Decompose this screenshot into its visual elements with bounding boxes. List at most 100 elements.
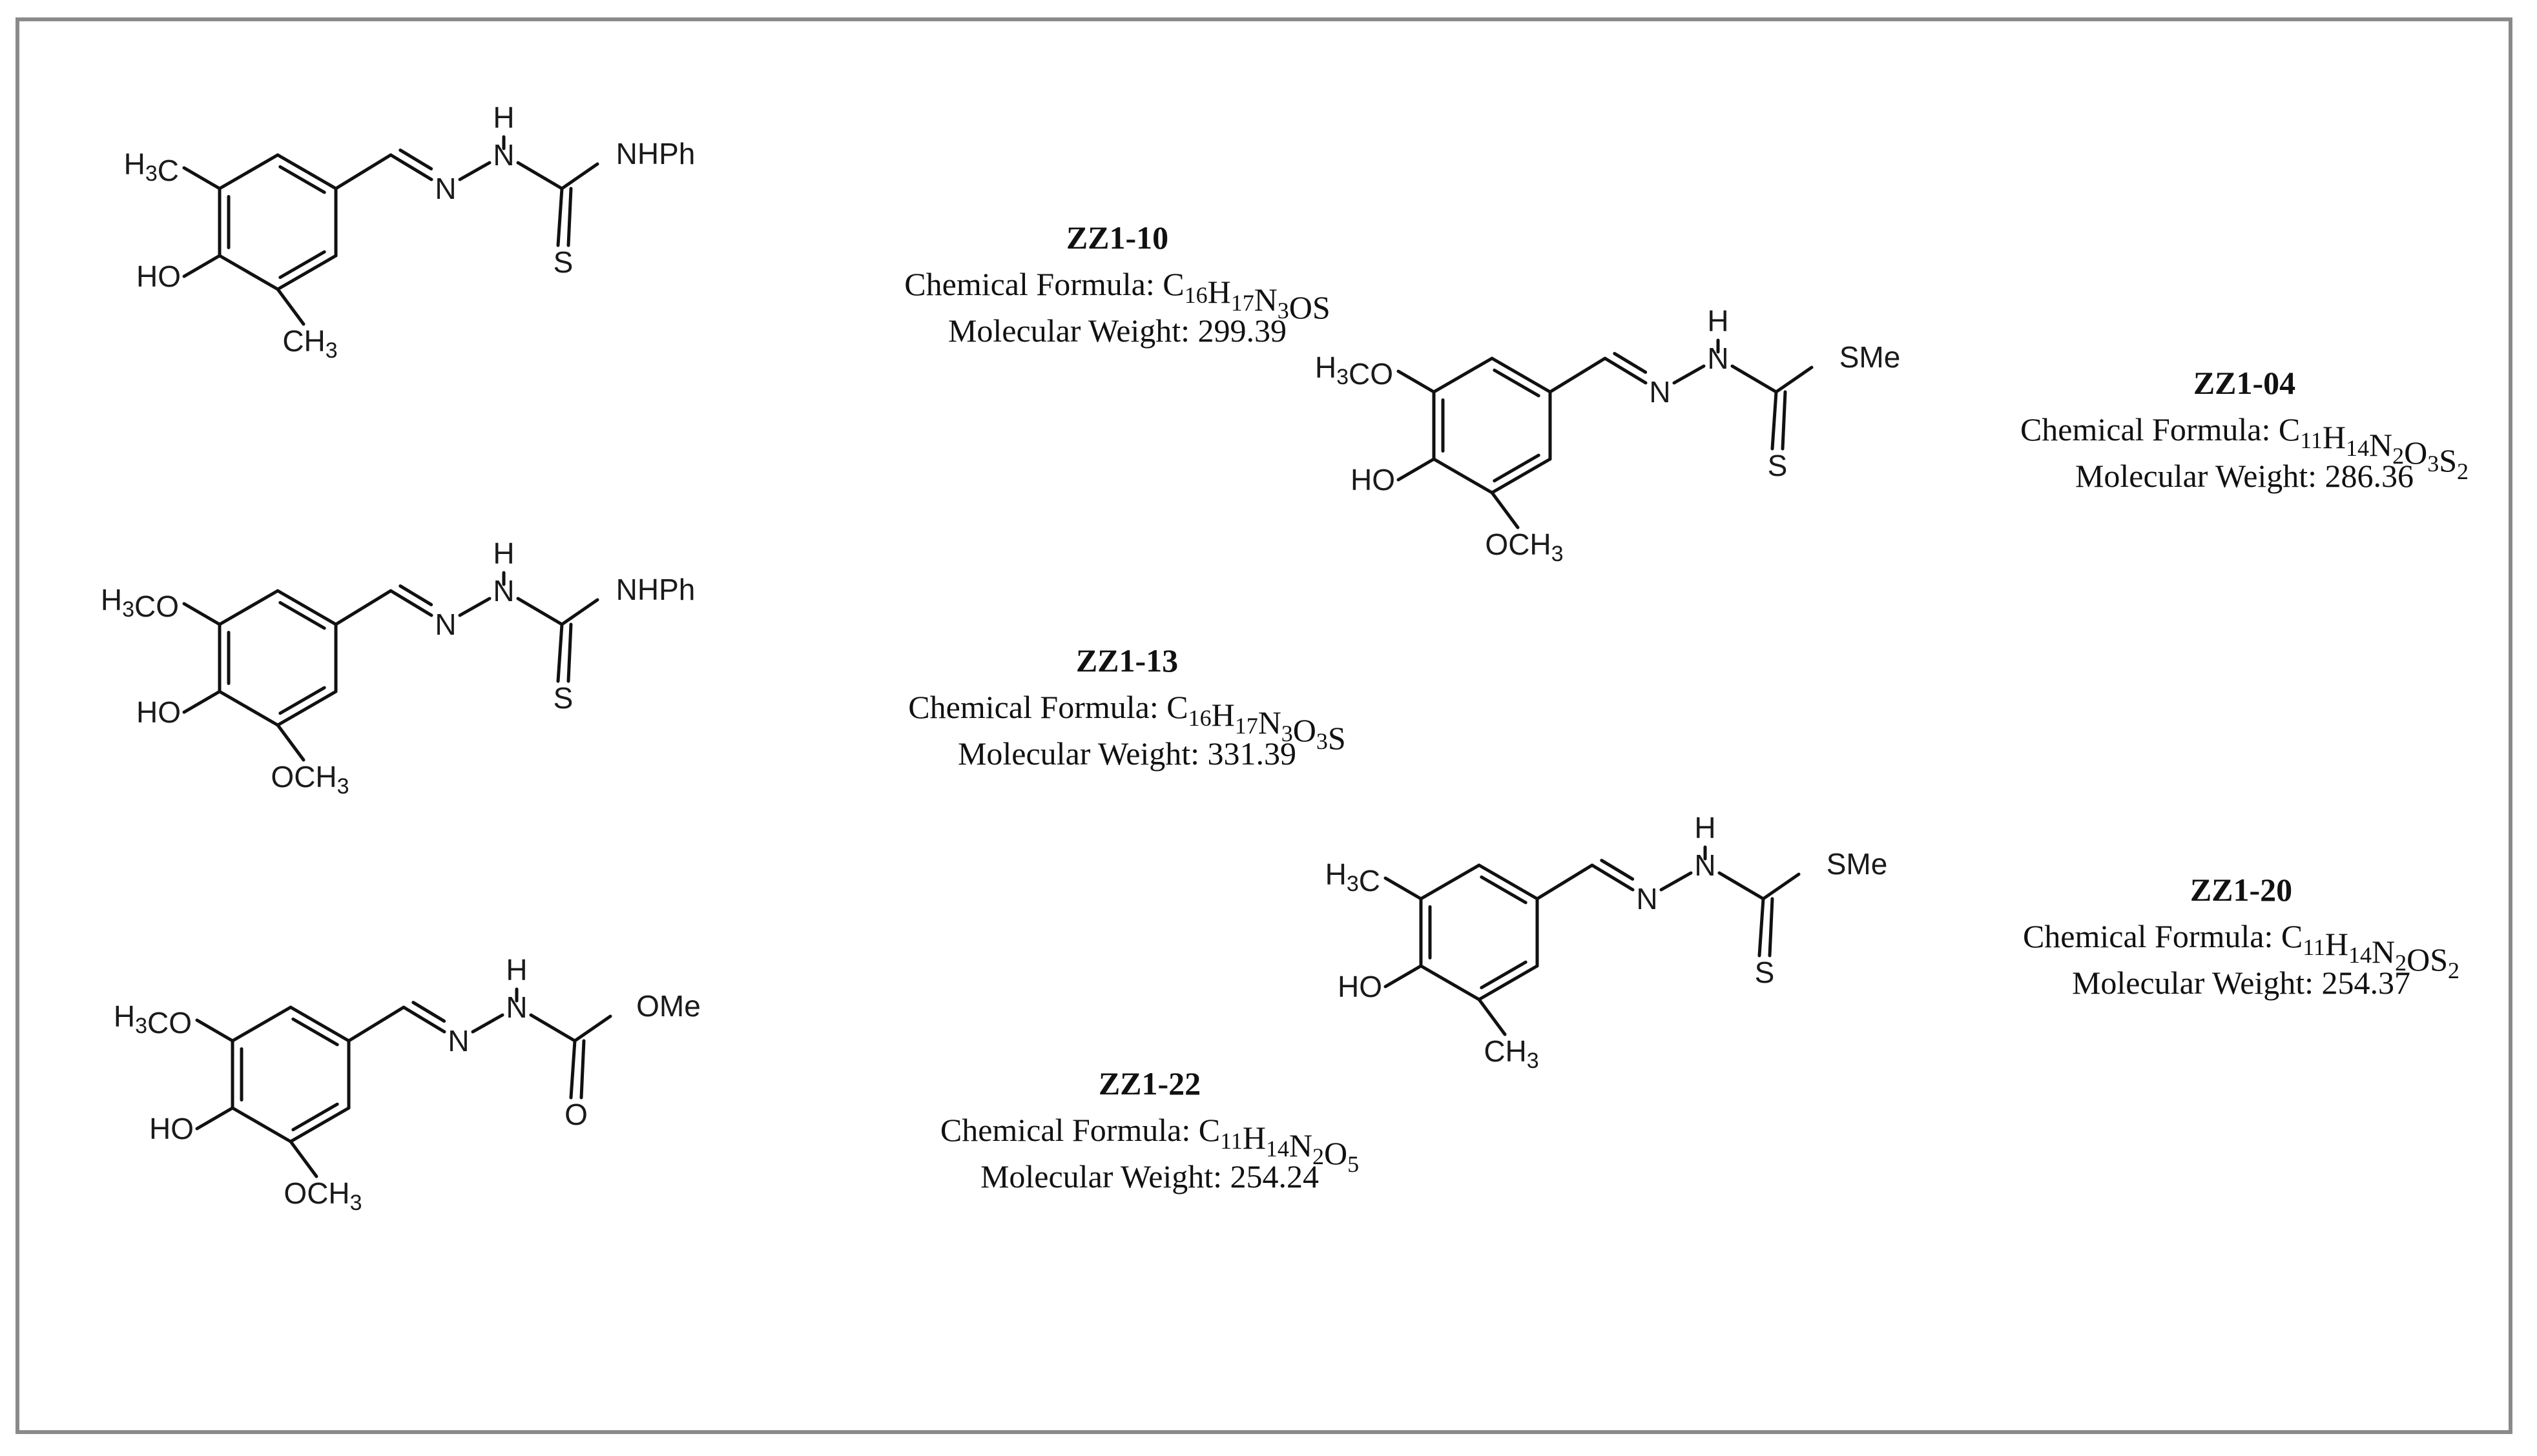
molecular-weight: Molecular Weight: 286.36 — [2075, 458, 2414, 494]
ring-bond — [1419, 964, 1481, 1001]
ring-bond — [218, 153, 280, 190]
compound-id: ZZ1-22 — [1099, 1065, 1201, 1102]
tail-label: OMe — [636, 989, 701, 1023]
tail-label: NHPh — [616, 137, 696, 170]
substituent-bottom-label: CH3 — [1484, 1034, 1538, 1073]
c-x-bond — [1757, 897, 1765, 958]
substituent-top-label: H3C — [124, 147, 179, 187]
substituent-bond — [195, 1018, 234, 1043]
c-x-double-bond — [1768, 897, 1774, 958]
n-c-bond — [516, 161, 564, 190]
ring-bond — [1419, 863, 1481, 901]
tail-bond — [560, 162, 599, 190]
ring-bond — [218, 690, 280, 727]
ring-double-bond — [1480, 875, 1527, 905]
tail-bond — [1761, 872, 1801, 901]
ring-double-bond — [278, 686, 326, 715]
ring-bond — [1490, 457, 1552, 495]
hydroxyl-label: HO — [1338, 970, 1382, 1003]
tail-label: SMe — [1839, 340, 1901, 374]
hydroxyl-bond — [182, 254, 222, 278]
substituent-bond — [1490, 491, 1520, 529]
double-bond-atom-label: S — [1768, 449, 1788, 482]
imine-bond — [1590, 863, 1635, 892]
molecular-weight: Molecular Weight: 254.24 — [980, 1158, 1319, 1195]
substituent-bottom-label: OCH3 — [271, 760, 349, 799]
ring-bond — [1432, 457, 1494, 495]
ring-bond — [1432, 356, 1494, 394]
ring-bond — [218, 589, 280, 626]
imine-bond — [402, 1005, 446, 1034]
ring-bond — [1477, 863, 1539, 901]
hydroxyl-bond — [195, 1106, 234, 1131]
double-bond-atom-label: S — [554, 245, 574, 279]
hydroxyl-label: HO — [149, 1112, 194, 1145]
chemical-formula: Chemical Formula: C11H14N2O3S2 — [2020, 411, 2469, 484]
hydroxyl-bond — [182, 690, 222, 714]
hydroxyl-label: HO — [136, 695, 181, 729]
imine-n-label: N — [435, 172, 456, 205]
imine-double-bond — [399, 149, 433, 170]
chain-bond — [1535, 863, 1594, 901]
imine-double-bond — [1613, 352, 1648, 374]
chain-bond — [1548, 356, 1607, 394]
n-n-bond — [458, 161, 492, 181]
chemical-formula: Chemical Formula: C11H14N2OS2 — [2023, 918, 2459, 983]
imine-n-label: N — [1649, 375, 1670, 409]
compound-id: ZZ1-13 — [1076, 642, 1178, 679]
substituent-bond — [182, 602, 222, 626]
hydrazine-h-label: H — [1707, 304, 1728, 338]
substituent-top-label: H3CO — [101, 583, 179, 623]
molecular-weight: Molecular Weight: 299.39 — [948, 313, 1287, 349]
n-c-bond — [1730, 364, 1778, 394]
double-bond-atom-label: O — [564, 1098, 588, 1131]
c-x-double-bond — [579, 1039, 586, 1100]
ring-bond — [1477, 964, 1539, 1001]
tail-label: NHPh — [616, 573, 696, 606]
chemical-formula: Chemical Formula: C16H17N3OS — [904, 266, 1330, 325]
ring-bond — [276, 690, 338, 727]
n-c-bond — [1717, 871, 1765, 901]
substituent-bottom-label: OCH3 — [1485, 528, 1563, 566]
substituent-bond — [276, 287, 305, 326]
c-x-bond — [1770, 390, 1778, 451]
imine-bond — [389, 153, 433, 181]
ring-double-bond — [291, 1017, 339, 1047]
double-bond-atom-label: S — [554, 681, 574, 715]
imine-n-label: N — [435, 608, 456, 641]
tail-bond — [573, 1014, 612, 1043]
substituent-bond — [1383, 876, 1423, 901]
ring-bond — [276, 589, 338, 626]
imine-double-bond — [399, 584, 433, 606]
ring-double-bond — [278, 600, 326, 630]
hydrazine-h-label: H — [493, 101, 514, 134]
c-x-double-bond — [566, 187, 573, 247]
ring-bond — [289, 1005, 351, 1043]
molecular-weight: Molecular Weight: 254.37 — [2072, 965, 2410, 1001]
n-n-bond — [1659, 871, 1693, 892]
hydroxyl-bond — [1396, 457, 1436, 482]
c-x-bond — [569, 1039, 577, 1100]
substituent-bottom-label: OCH3 — [284, 1176, 362, 1215]
substituent-top-label: H3C — [1325, 857, 1380, 897]
compound-id: ZZ1-04 — [2193, 365, 2295, 401]
ring-double-bond — [278, 165, 326, 194]
hydroxyl-label: HO — [1351, 463, 1395, 497]
n-n-bond — [1672, 364, 1706, 385]
substituent-top-label: H3CO — [1315, 351, 1393, 391]
ring-bond — [231, 1005, 293, 1043]
imine-bond — [389, 589, 433, 617]
hydrazine-h-label: H — [493, 537, 514, 570]
ring-bond — [289, 1106, 351, 1143]
ring-double-bond — [1480, 960, 1527, 990]
ring-double-bond — [291, 1102, 339, 1132]
ring-bond — [276, 153, 338, 190]
